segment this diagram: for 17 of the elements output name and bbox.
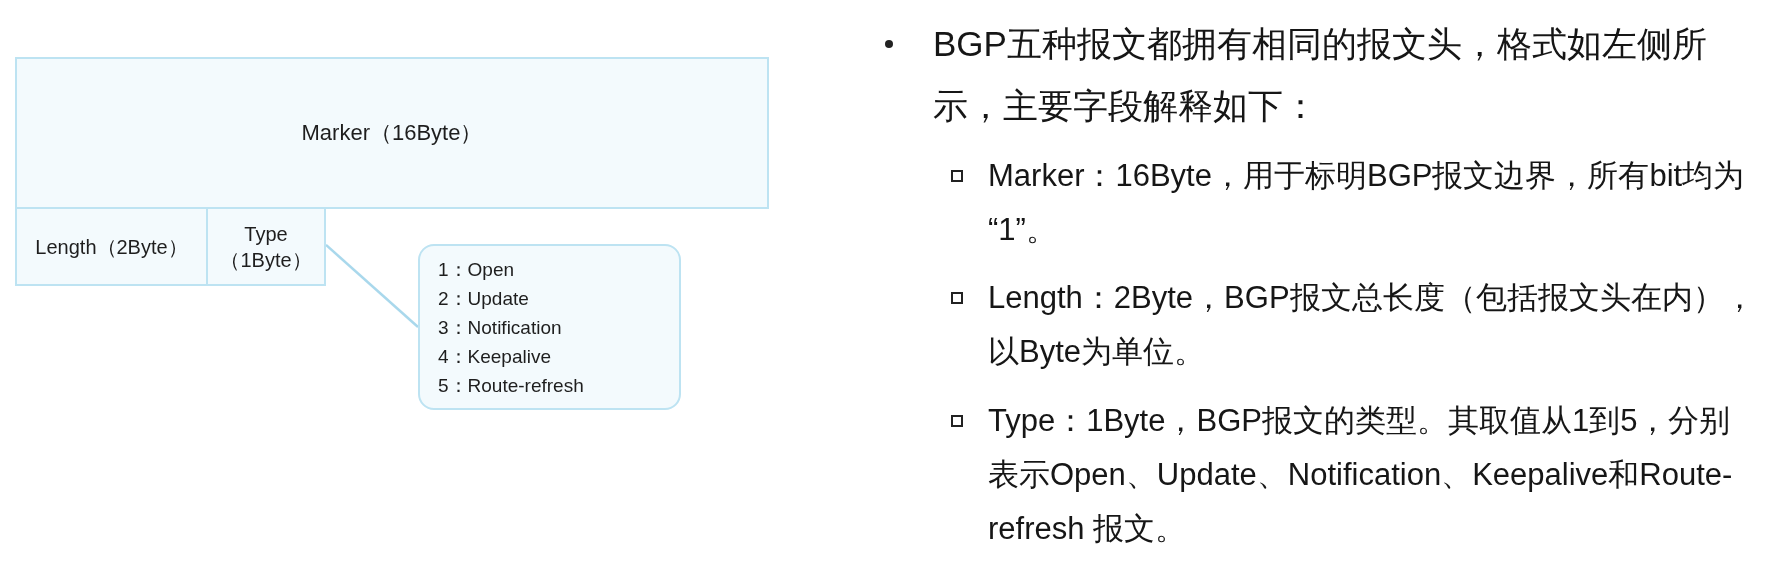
callout-text: 1：Open [438,257,515,282]
callout-text: 2：Update [438,286,529,311]
list-item-text: Marker：16Byte，用于标明BGP报文边界，所有bit均为“1”。 [988,157,1746,249]
leader-line [325,244,419,328]
callout-text: 5：Route-refresh [438,373,584,398]
list-item-text: Type：1Byte，BGP报文的类型。其取值从1到5，分别表示Open、Update、Notification、Keepalive和Route-refresh 报文。 [988,402,1734,548]
header-field-box [15,57,769,209]
paragraph-text: BGP五种报文都拥有相同的报文头，格式如左侧所示，主要字段解释如下： [933,23,1708,127]
callout-text: 3：Notification [438,315,562,340]
field-label: Length（2Byte） [35,234,188,260]
header-field-box [15,207,208,286]
header-field-box [206,207,326,286]
callout-box [418,244,681,410]
callout-text: 4：Keepalive [438,344,552,369]
field-label: Type （1Byte） [219,221,313,273]
list-item-text: Length：2Byte，BGP报文总长度（包括报文头在内），以Byte为单位。 [988,279,1756,371]
field-label: Marker（16Byte） [301,120,483,146]
